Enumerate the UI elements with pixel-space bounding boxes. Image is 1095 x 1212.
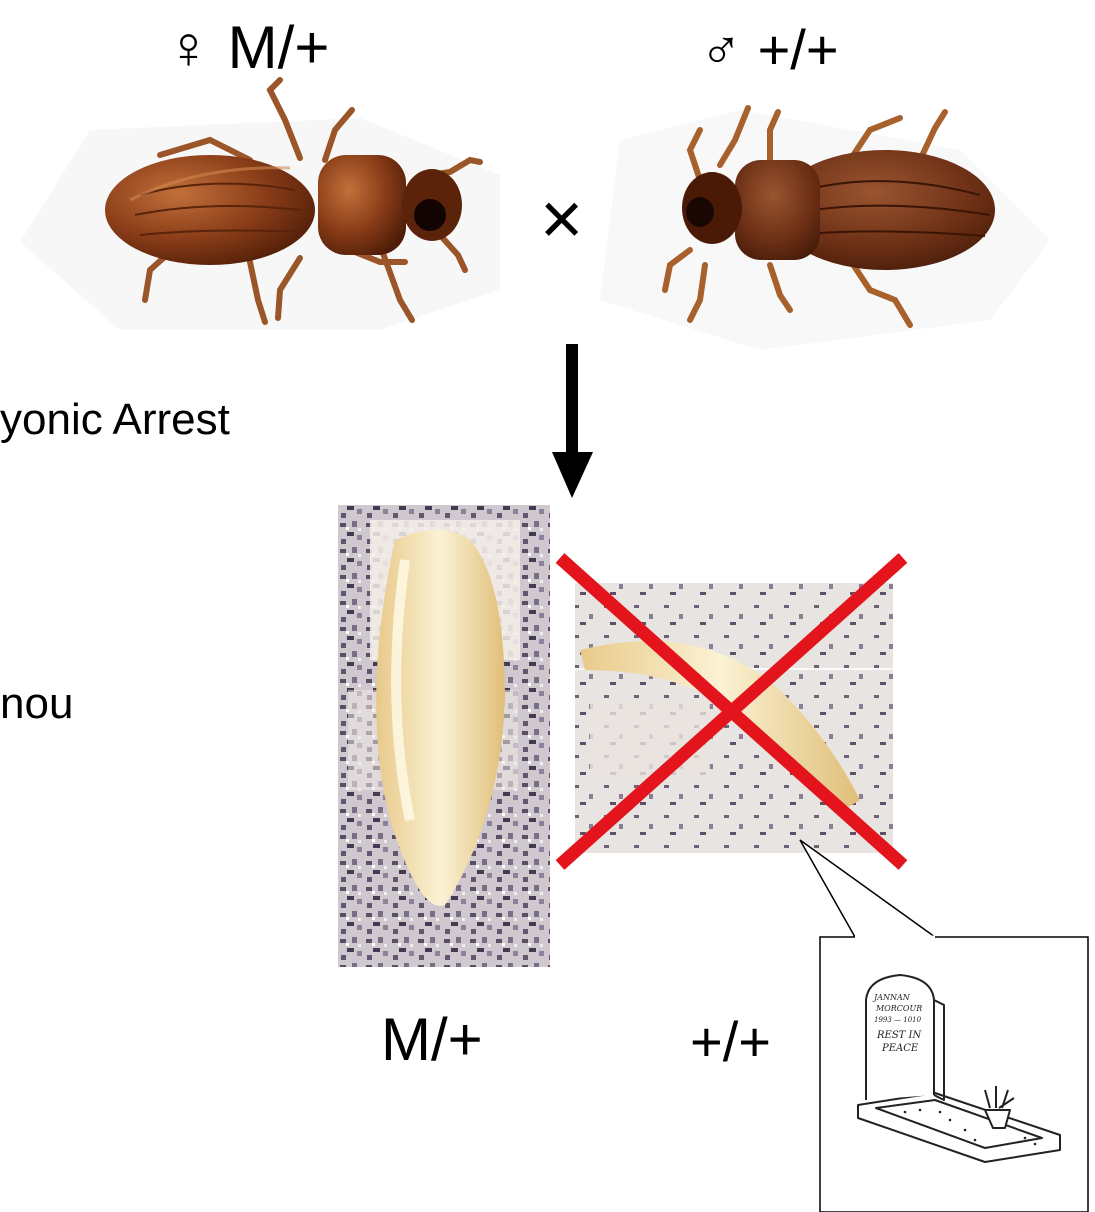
tombstone-epitaph-line1: REST IN [876, 1030, 922, 1041]
tombstone-dates: 1993 — 1010 [874, 1016, 922, 1024]
male-beetle-icon [600, 108, 1050, 350]
female-beetle-icon [20, 80, 500, 330]
tombstone-epitaph-line2: PEACE [881, 1043, 919, 1054]
tombstone-name-line2: MORCOUR [875, 1004, 922, 1013]
tombstone-name-line1: JANNAN [872, 993, 911, 1002]
cross-result-arrow-icon [552, 344, 593, 498]
survivor-larva-photo [338, 505, 550, 967]
